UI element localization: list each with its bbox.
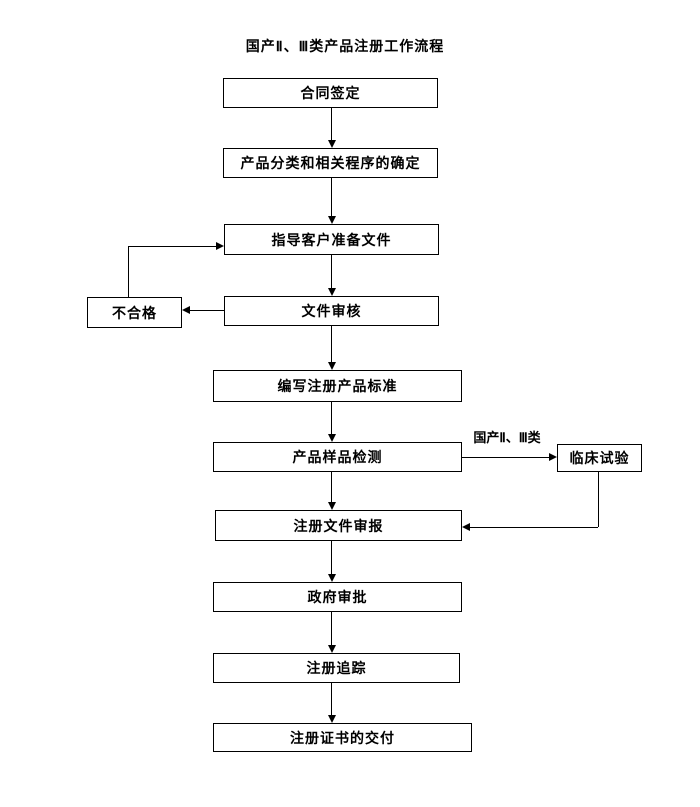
- step-sample-testing: 产品样品检测: [213, 442, 462, 472]
- step-guide-document-preparation: 指导客户准备文件: [224, 224, 439, 255]
- connector-3-4-arrowhead-icon: [328, 288, 336, 296]
- connector-9-10-line: [331, 683, 332, 715]
- connector-clinical-to-submission-arrowhead-icon: [462, 523, 470, 531]
- connector-8-9-line: [331, 612, 332, 645]
- connector-clinical-down-line: [598, 472, 599, 527]
- step-registration-submission: 注册文件审报: [215, 510, 462, 541]
- connector-review-to-unqualified-line: [190, 310, 224, 311]
- connector-8-9-arrowhead-icon: [328, 645, 336, 653]
- step-registration-tracking: 注册追踪: [213, 653, 460, 683]
- step-government-approval: 政府审批: [213, 582, 462, 612]
- connector-2-3-arrowhead-icon: [328, 216, 336, 224]
- connector-sample-to-clinical-arrowhead-icon: [549, 453, 557, 461]
- flowchart-title: 国产Ⅱ、Ⅲ类产品注册工作流程: [245, 38, 445, 54]
- connector-1-2-line: [331, 108, 332, 140]
- connector-4-5-line: [331, 326, 332, 362]
- connector-5-6-arrowhead-icon: [328, 434, 336, 442]
- connector-9-10-arrowhead-icon: [328, 715, 336, 723]
- step-write-product-standard: 编写注册产品标准: [213, 370, 462, 402]
- connector-unqualified-to-guide-line: [128, 246, 216, 247]
- connector-6-7-arrowhead-icon: [328, 502, 336, 510]
- connector-clinical-to-submission-line: [470, 527, 598, 528]
- step-product-classification: 产品分类和相关程序的确定: [223, 148, 438, 178]
- connector-sample-to-clinical-line: [462, 457, 549, 458]
- connector-5-6-line: [331, 402, 332, 434]
- connector-unqualified-up-line: [128, 246, 129, 297]
- connector-4-5-arrowhead-icon: [328, 362, 336, 370]
- step-document-review: 文件审核: [224, 296, 439, 326]
- node-clinical-trial: 临床试验: [557, 444, 642, 472]
- connector-review-to-unqualified-arrowhead-icon: [182, 306, 190, 314]
- connector-3-4-line: [331, 255, 332, 288]
- connector-2-3-line: [331, 178, 332, 216]
- branch-condition-label: 国产Ⅱ、Ⅲ类: [473, 430, 541, 445]
- step-contract-signing: 合同签定: [223, 78, 438, 108]
- connector-7-8-arrowhead-icon: [328, 574, 336, 582]
- step-certificate-delivery: 注册证书的交付: [213, 723, 472, 752]
- connector-6-7-line: [331, 472, 332, 502]
- connector-unqualified-to-guide-arrowhead-icon: [216, 242, 224, 250]
- connector-1-2-arrowhead-icon: [328, 140, 336, 148]
- connector-7-8-line: [331, 541, 332, 574]
- node-unqualified: 不合格: [87, 297, 182, 328]
